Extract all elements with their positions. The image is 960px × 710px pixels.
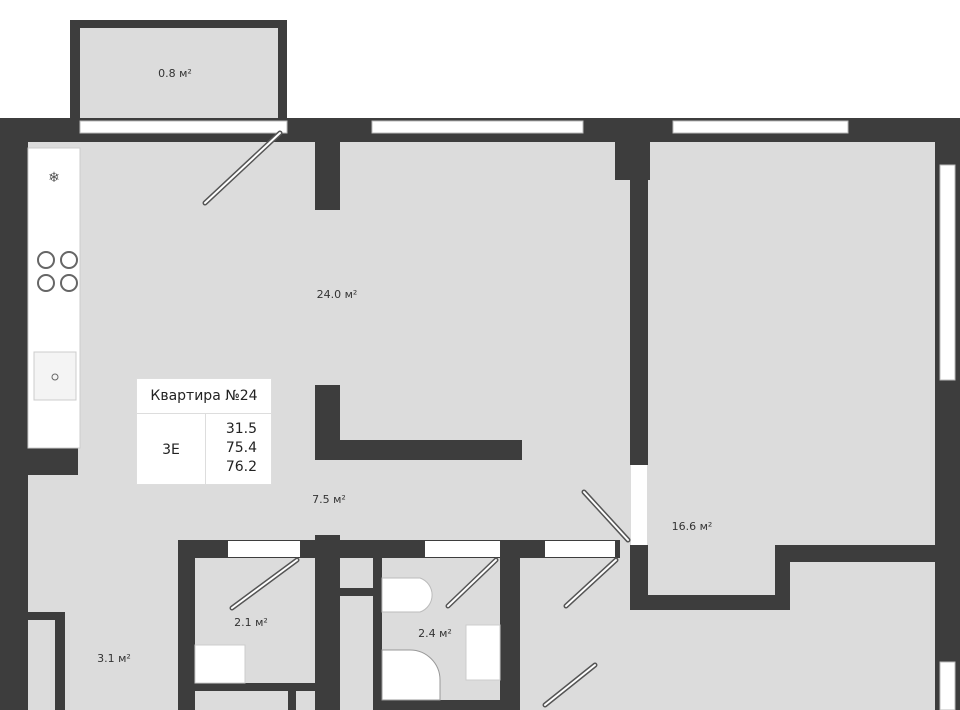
area-label: 0.8 м² (158, 67, 192, 80)
fridge-icon: ❄ (48, 170, 60, 186)
area-label: 3.1 м² (97, 652, 131, 665)
balcony-floor (80, 28, 278, 118)
area-value: 31.5 (225, 421, 257, 437)
washer-icon (194, 644, 246, 684)
area-value: 76.2 (225, 459, 257, 475)
apartment-info-card: Квартира №24 3Е 31.5 75.4 76.2 (136, 378, 272, 486)
area-label: 7.5 м² (312, 493, 346, 506)
area-label: 16.6 м² (672, 520, 713, 533)
area-value: 75.4 (225, 440, 257, 456)
stove-icon (37, 251, 78, 292)
windows (79, 120, 956, 710)
area-label: 24.0 м² (317, 288, 358, 301)
area-label: 2.4 м² (418, 627, 452, 640)
kitchen-counter (27, 147, 81, 449)
shower-icon (381, 649, 441, 701)
apartment-title: Квартира №24 (137, 379, 271, 414)
door-openings (228, 465, 647, 557)
sink-icon (33, 351, 77, 401)
toilet-icon (381, 577, 433, 613)
bath-sink-icon (465, 624, 501, 681)
apartment-type: 3Е (137, 414, 206, 486)
area-label: 2.1 м² (234, 616, 268, 629)
